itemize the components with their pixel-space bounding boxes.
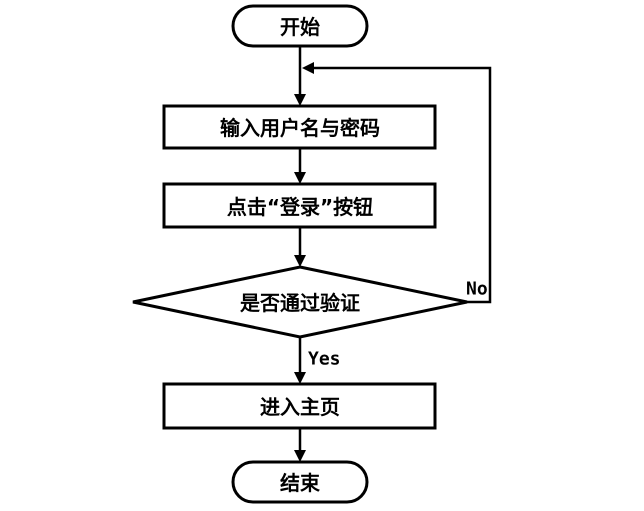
start-node: 开始 (231, 4, 369, 48)
arrow-no-loop-back (314, 66, 492, 304)
arrowhead-decision-to-home (294, 372, 306, 384)
enter-home-node: 进入主页 (162, 382, 437, 430)
enter-home-label: 进入主页 (260, 395, 340, 419)
end-label: 结束 (280, 471, 321, 495)
arrowhead-input-to-login (294, 172, 306, 184)
connectors (294, 46, 492, 462)
click-login-label: 点击“登录”按钮 (227, 195, 373, 219)
arrowhead-no-loop-back (302, 62, 314, 74)
end-node: 结束 (231, 460, 369, 504)
verify-decision-node: 是否通过验证 (132, 265, 468, 339)
verify-decision-label: 是否通过验证 (239, 291, 360, 315)
arrowhead-start-to-input (294, 94, 306, 106)
click-login-node: 点击“登录”按钮 (162, 182, 437, 229)
start-label: 开始 (280, 15, 320, 39)
input-credentials-node: 输入用户名与密码 (162, 104, 437, 150)
input-credentials-label: 输入用户名与密码 (220, 116, 380, 140)
arrowhead-home-to-end (294, 450, 306, 462)
yes-branch-label: Yes (308, 349, 341, 370)
no-branch-label: No (466, 279, 488, 300)
arrowhead-login-to-decision (294, 255, 306, 267)
